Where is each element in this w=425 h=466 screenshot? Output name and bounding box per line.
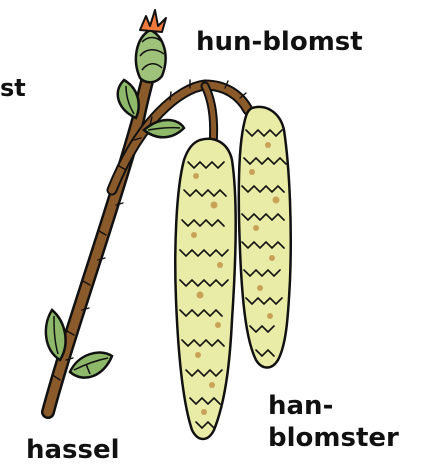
female-flower-icon	[136, 10, 166, 82]
label-male-flowers-line1: han-	[268, 391, 333, 421]
male-catkin-left	[175, 139, 236, 439]
label-cut-off-left: st	[0, 74, 26, 102]
label-male-flowers-line2: blomster	[268, 423, 399, 453]
leaf-upper-left	[118, 80, 139, 118]
label-female-flower: hun-blomst	[196, 27, 363, 57]
male-catkin-right	[239, 107, 291, 368]
leaf-lower-left	[46, 310, 66, 360]
leaf-lower-right	[70, 353, 112, 378]
label-plant-name: hassel	[26, 435, 120, 465]
